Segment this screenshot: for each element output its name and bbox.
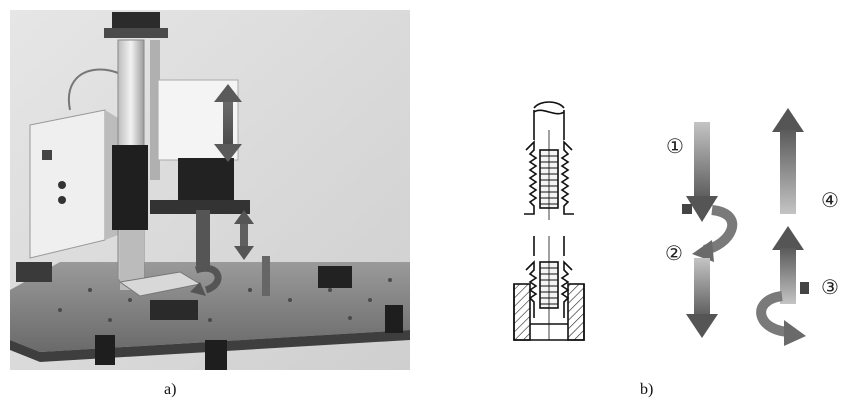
spindle-coil bbox=[112, 145, 148, 230]
column-top-collar bbox=[104, 28, 168, 38]
control-knob-1 bbox=[42, 150, 52, 160]
machine-photo: a) bbox=[0, 0, 420, 403]
foot-right bbox=[385, 305, 403, 333]
control-button-1 bbox=[58, 181, 66, 189]
clamp-block bbox=[150, 300, 198, 320]
machine-illustration bbox=[10, 10, 410, 370]
step-4-label: ④ bbox=[821, 188, 839, 212]
step-1-label: ① bbox=[666, 134, 684, 158]
step-2-label: ② bbox=[665, 241, 683, 265]
schematic-drawing bbox=[513, 101, 809, 346]
stop-marker-1 bbox=[682, 204, 692, 214]
stop-marker-3 bbox=[800, 282, 809, 294]
curved-rotation-arrow-icon bbox=[692, 205, 738, 262]
curved-rotation-arrow-icon bbox=[194, 264, 222, 294]
tap-lower bbox=[513, 236, 585, 341]
tapping-schematic: ① ② ③ ④ bbox=[430, 0, 842, 403]
guide-rod bbox=[150, 40, 160, 180]
clamp-block-right bbox=[318, 266, 352, 288]
tap-upper bbox=[524, 101, 574, 220]
step-3-up-arrow bbox=[772, 226, 804, 304]
foot-middle bbox=[205, 340, 227, 370]
spindle bbox=[196, 210, 210, 266]
caption-b: b) bbox=[640, 381, 654, 398]
step-4-up-arrow bbox=[772, 108, 804, 214]
curved-rotation-arrow-icon bbox=[756, 291, 806, 346]
base-plate bbox=[10, 262, 410, 352]
step-3-label: ③ bbox=[821, 275, 839, 299]
step-2-down-arrow bbox=[686, 258, 718, 338]
foot-left bbox=[95, 335, 115, 365]
support-post bbox=[262, 256, 270, 296]
rotation-arrowhead bbox=[190, 282, 206, 296]
carriage bbox=[150, 200, 250, 214]
control-box bbox=[29, 109, 106, 259]
caption-a: a) bbox=[164, 381, 177, 398]
double-arrow-vertical-icon bbox=[234, 210, 254, 260]
clamp-block-left bbox=[16, 262, 52, 282]
double-arrow-vertical-icon bbox=[214, 84, 242, 162]
motor-coil bbox=[178, 158, 234, 208]
step-1-down-arrow bbox=[686, 122, 718, 222]
control-button-2 bbox=[58, 196, 66, 204]
